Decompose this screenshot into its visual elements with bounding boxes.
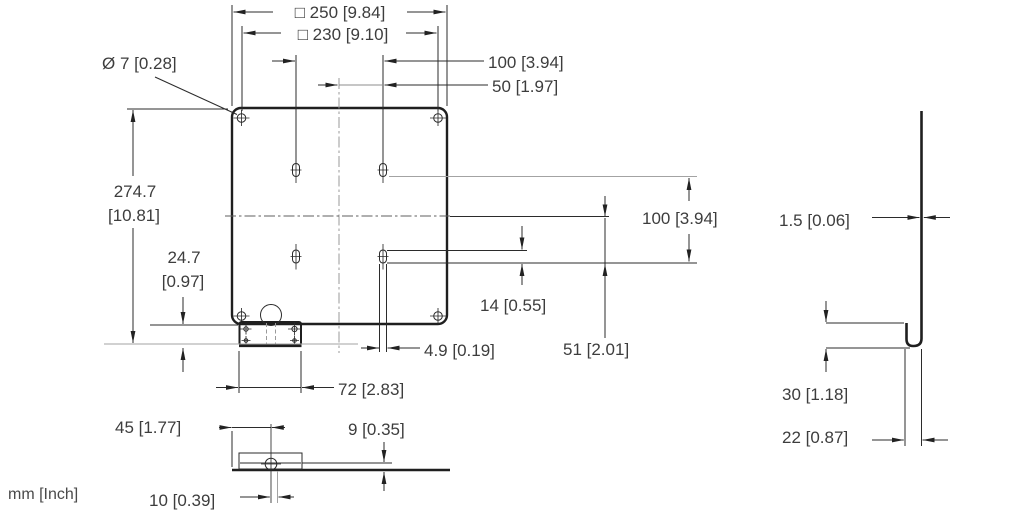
dim-bracket-height: 30 [1.18] — [782, 301, 848, 404]
dim-slot-width-label: 4.9 [0.19] — [424, 341, 495, 360]
dim-bracket-depth-label: 22 [0.87] — [782, 428, 848, 447]
dim-slot-spacing-horizontal: 100 [3.94] — [272, 53, 564, 163]
dim-overall-height-inch: [10.81] — [108, 206, 160, 225]
dim-slot-width: 4.9 [0.19] — [361, 264, 495, 360]
bottom-view — [232, 424, 450, 503]
dim-bracket-hole-offset: 45 [1.77] — [115, 418, 285, 467]
corner-hole-top-right — [430, 110, 446, 126]
dim-outer-square-label: □ 250 [9.84] — [295, 3, 386, 22]
slot-bottom-left — [290, 244, 302, 270]
dim-slot-spacing-h-label: 100 [3.94] — [488, 53, 564, 72]
dim-overall-height: 274.7 [10.81] — [104, 108, 358, 345]
dim-bracket-face-offset: 9 [0.35] — [302, 420, 405, 491]
corner-hole-bottom-right — [430, 308, 446, 324]
dim-bracket-hole-spacing: 10 [0.39] — [149, 491, 294, 510]
dim-slot-offset-v-label: 51 [2.01] — [563, 340, 629, 359]
dim-bracket-protrusion: 24.7 [0.97] — [150, 248, 238, 372]
dim-slot-spacing-v-label: 100 [3.94] — [642, 209, 718, 228]
dim-bracket-protrusion-inch: [0.97] — [162, 272, 205, 291]
front-view — [225, 78, 609, 353]
dim-hole-spacing-label: 10 [0.39] — [149, 491, 215, 510]
bracket-hole — [260, 304, 282, 326]
dim-slot-length: 14 [0.55] — [387, 226, 546, 315]
side-profile-line — [905, 111, 923, 348]
dim-bracket-width-label: 72 [2.83] — [338, 380, 404, 399]
dim-hole-dia-label: Ø 7 [0.28] — [102, 54, 177, 73]
dim-corner-hole-diameter: Ø 7 [0.28] — [102, 54, 238, 115]
dim-hole-pattern: □ 230 [9.10] — [241, 25, 439, 111]
bracket-small-hole — [288, 322, 301, 336]
slot-bottom-right — [377, 244, 389, 270]
bracket-bottom-outline — [238, 452, 303, 470]
dim-bracket-height-label: 30 [1.18] — [782, 385, 848, 404]
dim-slot-length-label: 14 [0.55] — [480, 296, 546, 315]
dim-thickness-label: 1.5 [0.06] — [779, 211, 850, 230]
dim-face-offset-label: 9 [0.35] — [348, 420, 405, 439]
dim-slot-offset-center: 50 [1.97] — [318, 77, 558, 96]
dim-plate-thickness: 1.5 [0.06] — [779, 211, 950, 230]
dim-slot-offset-label: 50 [1.97] — [492, 77, 558, 96]
corner-hole-top-left — [233, 110, 250, 126]
dim-slot-spacing-vertical: 100 [3.94] — [387, 176, 718, 264]
bracket-small-hole — [240, 323, 252, 335]
front-bracket — [238, 304, 302, 348]
dim-overall-height-mm: 274.7 — [114, 182, 157, 201]
dim-bracket-depth: 22 [0.87] — [782, 428, 948, 447]
dim-bracket-width: 72 [2.83] — [216, 351, 404, 399]
dim-hole-offset-label: 45 [1.77] — [115, 418, 181, 437]
leader-line — [154, 76, 238, 115]
dim-slot-offset-below-center: 51 [2.01] — [563, 196, 629, 359]
units-note: mm [Inch] — [8, 486, 78, 503]
side-view — [826, 111, 923, 446]
dim-bracket-protrusion-mm: 24.7 — [167, 248, 200, 267]
dim-hole-pattern-label: □ 230 [9.10] — [298, 25, 389, 44]
dim-outer-square: □ 250 [9.84] — [231, 3, 448, 106]
